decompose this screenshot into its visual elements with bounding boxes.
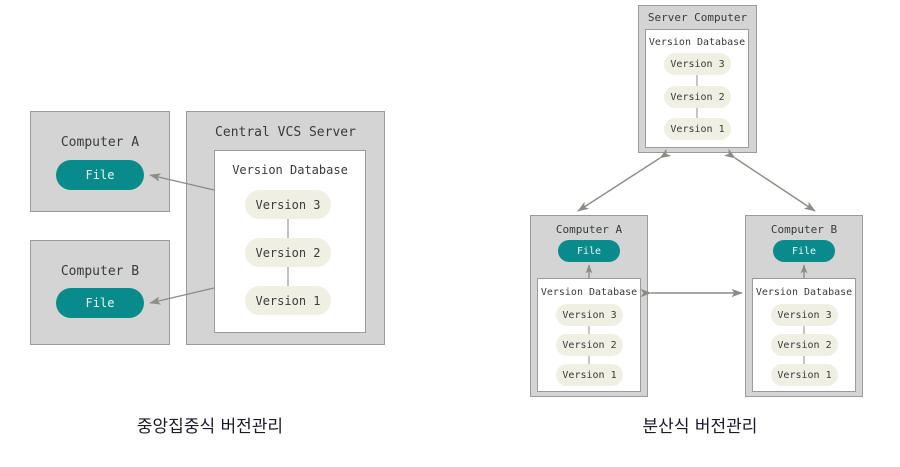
right-server-version-database-title: Version Database: [648, 37, 746, 48]
right-arrow-server-computer-b: [723, 148, 816, 212]
right-computer-a-version-database-title: Version Database: [540, 287, 638, 298]
right-computer-b-version-pill-1[interactable]: Version 1: [771, 364, 838, 386]
right-server-version-pill-3[interactable]: Version 3: [664, 53, 731, 75]
left-computer-b-file-pill[interactable]: File: [56, 288, 144, 318]
right-computer-b-title: Computer B: [770, 223, 838, 236]
left-version-database-title: Version Database: [232, 163, 348, 177]
right-arrow-server-computer-a: [577, 148, 672, 212]
left-computer-a-title: Computer A: [60, 135, 140, 150]
left-computer-a-box: Computer A: [30, 111, 170, 212]
left-central-server-title: Central VCS Server: [215, 125, 356, 140]
right-server-version-pill-2[interactable]: Version 2: [664, 86, 731, 108]
right-computer-b-version-pill-2[interactable]: Version 2: [771, 334, 838, 356]
right-computer-b-version-database-title: Version Database: [755, 287, 853, 298]
right-computer-b-version-pill-3[interactable]: Version 3: [771, 304, 838, 326]
left-arrow-server-to-computer-b: [149, 287, 215, 305]
left-computer-b-title: Computer B: [60, 264, 140, 279]
right-server-version-pill-1[interactable]: Version 1: [664, 118, 731, 140]
right-diagram-caption: 분산식 버전관리: [642, 417, 758, 437]
right-computer-a-version-pill-3[interactable]: Version 3: [556, 304, 623, 326]
left-computer-a-file-pill[interactable]: File: [56, 160, 144, 190]
right-computer-a-version-pill-1[interactable]: Version 1: [556, 364, 623, 386]
left-version-pill-2[interactable]: Version 2: [245, 238, 331, 267]
right-computer-a-title: Computer A: [555, 223, 623, 236]
left-version-pill-3[interactable]: Version 3: [245, 190, 331, 219]
right-computer-a-version-pill-2[interactable]: Version 2: [556, 334, 623, 356]
right-computer-a-file-pill[interactable]: File: [558, 240, 620, 262]
left-version-pill-1[interactable]: Version 1: [245, 286, 331, 315]
right-computer-b-file-pill[interactable]: File: [773, 240, 835, 262]
left-diagram-caption: 중앙집중식 버전관리: [136, 417, 284, 437]
right-server-computer-title: Server Computer: [647, 11, 748, 24]
left-arrow-server-to-computer-a: [149, 173, 215, 191]
